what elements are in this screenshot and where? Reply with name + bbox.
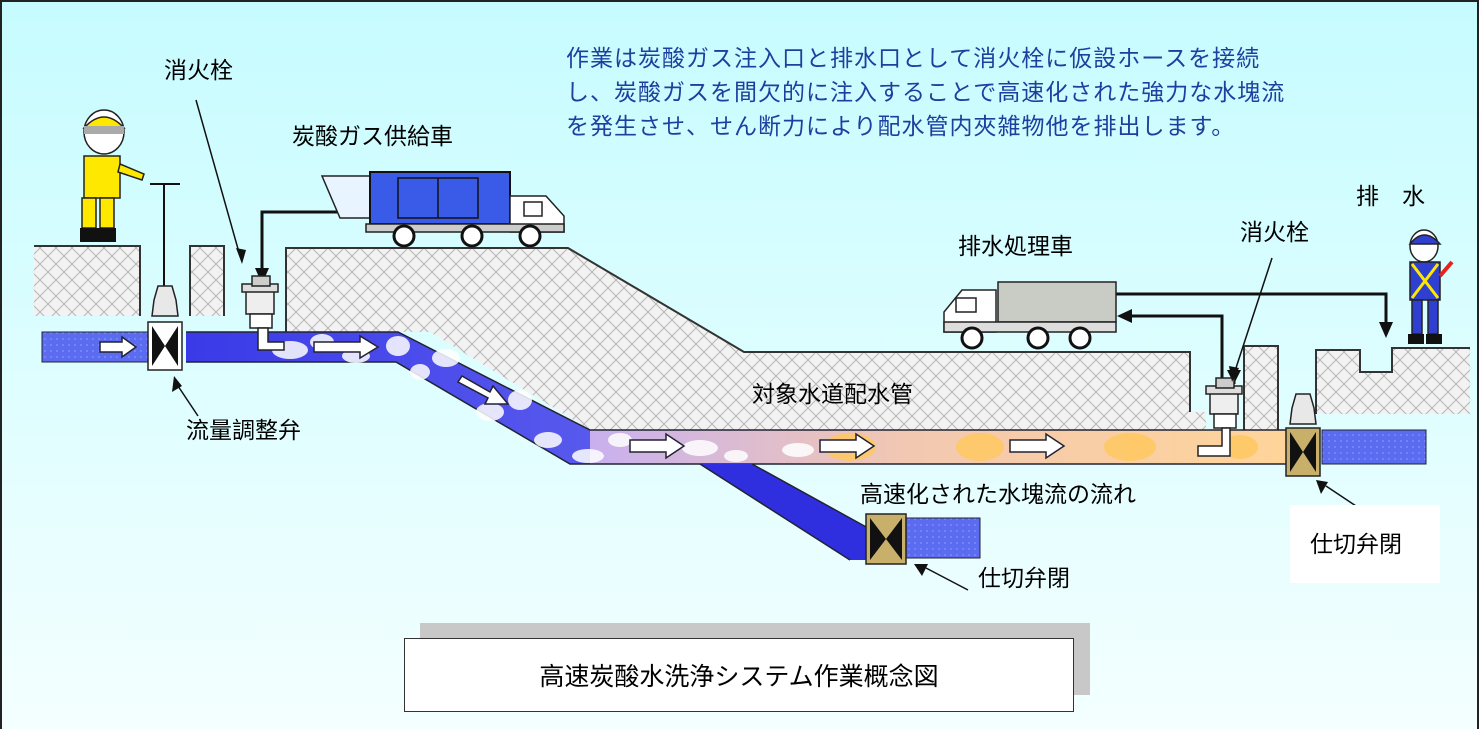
- worker-yellow-icon: [80, 109, 145, 242]
- drain-label: 排 水: [1356, 184, 1425, 210]
- description-line: し、炭酸ガスを間欠的に注入することで高速化された強力な水塊流: [566, 80, 1286, 106]
- hydrant-right-label: 消火栓: [1240, 220, 1309, 246]
- label-box-right: [1290, 505, 1440, 583]
- hydrant-left-label: 消火栓: [164, 58, 233, 84]
- flow-valve-label: 流量調整弁: [186, 418, 301, 444]
- gate-valve-bottom-label: 仕切弁閉: [978, 566, 1070, 592]
- slug-flow-label: 高速化された水塊流の流れ: [860, 482, 1136, 508]
- diagram-title: 高速炭酸水洗浄システム作業概念図: [404, 638, 1074, 712]
- drain-truck-label: 排水処理車: [958, 234, 1073, 260]
- description-line: を発生させ、せん断力により配水管内夾雑物他を排出します。: [566, 114, 1236, 140]
- gate-valve-right-label: 仕切弁閉: [1310, 532, 1402, 558]
- branch-pipe: [699, 463, 981, 561]
- flow-arrows: [99, 334, 1066, 460]
- ground-left: [34, 245, 225, 316]
- description-text: 作業は炭酸ガス注入口と排水口として消火栓に仮設ホースを接続 し、炭酸ガスを間欠的…: [566, 42, 1446, 144]
- ground-right: [1243, 345, 1470, 430]
- worker-blue-icon: [1408, 229, 1454, 344]
- leader-lines: [172, 99, 1357, 591]
- bubbles: [272, 334, 814, 463]
- gate-valve-right: [1285, 393, 1321, 477]
- hydrant-right: [1197, 377, 1243, 457]
- drain-truck: [943, 281, 1117, 350]
- co2-truck: [320, 171, 565, 248]
- orange-slugs: [824, 433, 1258, 461]
- main-pipe: [41, 331, 1427, 465]
- co2-truck-label: 炭酸ガス供給車: [292, 124, 453, 150]
- description-line: 作業は炭酸ガス注入口と排水口として消火栓に仮設ホースを接続: [566, 46, 1261, 72]
- target-pipe-label: 対象水道配水管: [752, 382, 913, 408]
- hydrant-left: [241, 275, 285, 351]
- gate-valve-bottom: [865, 513, 907, 565]
- ground-middle: [285, 247, 1206, 430]
- flow-control-valve: [147, 183, 183, 371]
